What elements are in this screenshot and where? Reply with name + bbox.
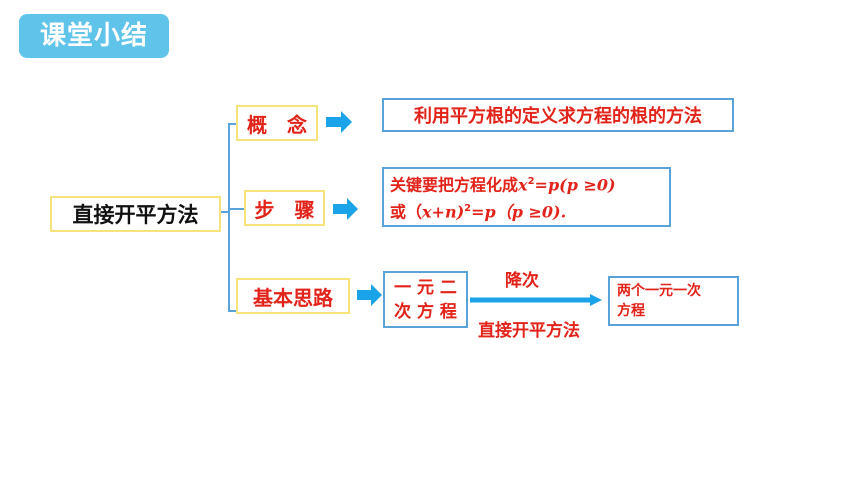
steps-label-text: 步 骤	[254, 197, 315, 222]
idea-source-line-2: 次 方 程	[394, 301, 457, 322]
steps-equation-2-rest: =p（p ≥0).	[471, 202, 567, 222]
idea-label: 基本思路	[236, 278, 350, 314]
conversion-arrow-head-icon	[590, 294, 602, 306]
steps-equation-1-rest: =p(p ≥0)	[534, 175, 616, 194]
arrow-right-icon	[357, 284, 382, 306]
idea-source-line-1: 一 元 二	[394, 277, 457, 298]
steps-line-2: 或（x+n)2=p（p ≥0).	[390, 197, 566, 224]
idea-source-box: 一 元 二 次 方 程	[383, 271, 468, 328]
idea-result-box: 两个一元一次 方程	[608, 276, 739, 326]
arrow-right-icon	[326, 111, 352, 133]
root-node: 直接开平方法	[50, 196, 221, 232]
idea-result-line-2: 方程	[617, 303, 645, 319]
steps-description: 关键要把方程化成x2=p(p ≥0) 或（x+n)2=p（p ≥0).	[382, 167, 671, 227]
steps-equation-1-var: x	[518, 175, 528, 194]
arrow-bottom-label: 直接开平方法	[478, 321, 580, 341]
steps-line-1: 关键要把方程化成x2=p(p ≥0)	[390, 170, 616, 197]
section-title-badge: 课堂小结	[19, 14, 169, 58]
concept-label: 概 念	[236, 105, 318, 141]
steps-equation-1-exponent: 2	[527, 175, 535, 187]
idea-label-text: 基本思路	[253, 285, 333, 310]
steps-line-2-text: 或（	[390, 202, 423, 222]
steps-line-1-text: 关键要把方程化成	[390, 175, 519, 194]
steps-equation-2-exponent: 2	[464, 203, 472, 214]
concept-label-text: 概 念	[247, 112, 307, 137]
root-node-label: 直接开平方法	[72, 203, 199, 227]
arrow-right-icon	[333, 198, 358, 220]
steps-label: 步 骤	[244, 190, 325, 226]
arrow-top-label: 降次	[505, 271, 539, 291]
steps-equation-2-base: x+n)	[422, 202, 465, 222]
concept-description: 利用平方根的定义求方程的根的方法	[382, 98, 734, 132]
idea-result-line-1: 两个一元一次	[617, 283, 701, 299]
concept-description-text: 利用平方根的定义求方程的根的方法	[414, 106, 702, 127]
bracket-connector	[228, 123, 236, 312]
